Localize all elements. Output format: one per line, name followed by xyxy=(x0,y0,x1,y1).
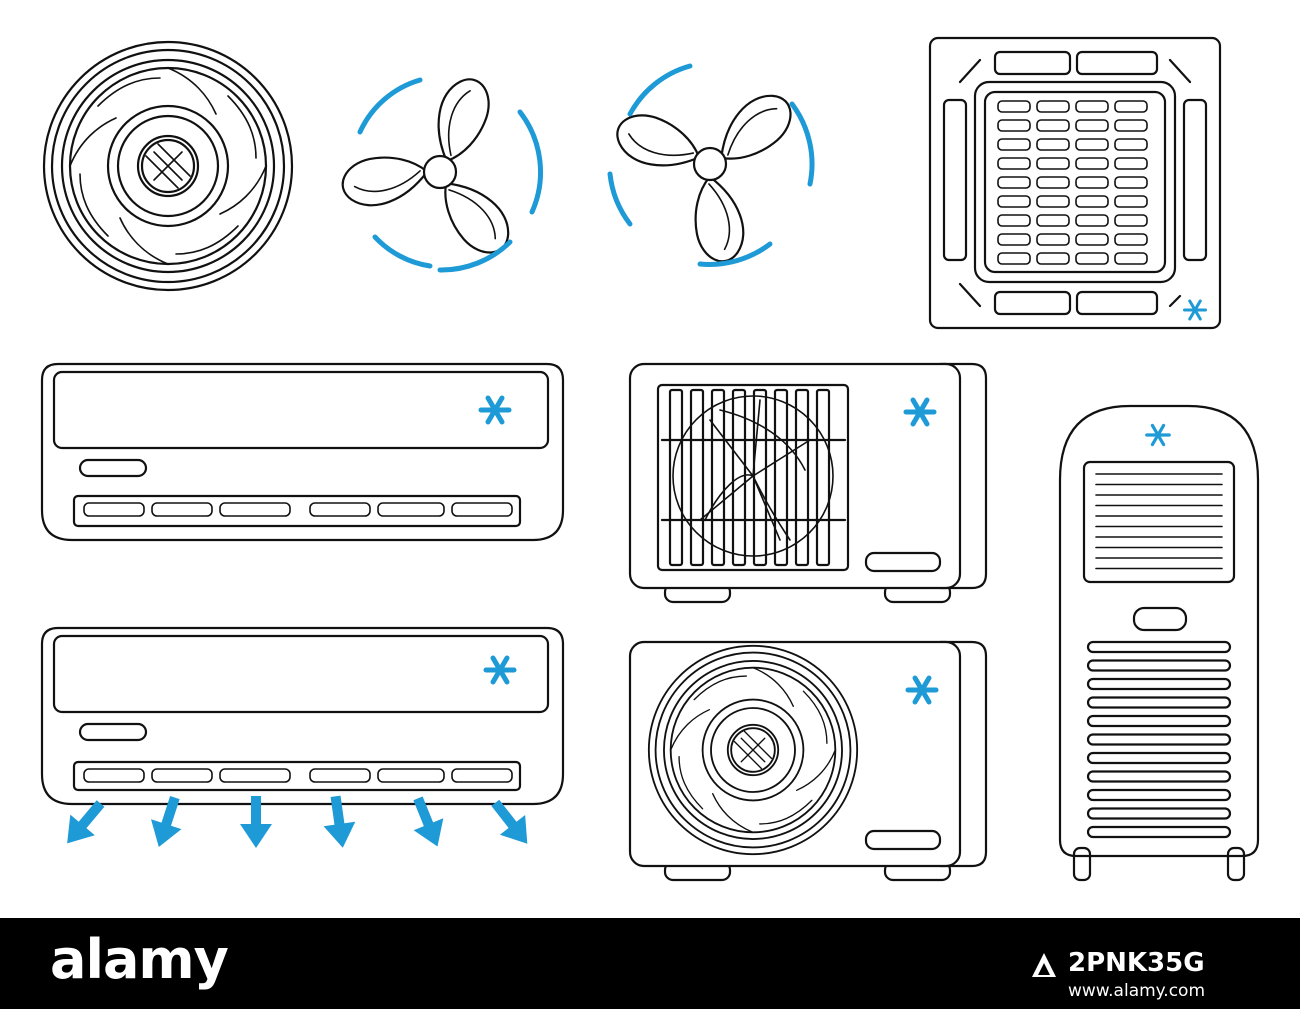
outdoor-unit-fan-icon xyxy=(628,640,988,882)
air-conditioning-icon-set xyxy=(40,36,1260,882)
fan-blade-icon-2 xyxy=(607,63,815,270)
image-id-text: 2PNK35G xyxy=(1068,948,1205,978)
source-url-text: www.alamy.com xyxy=(1068,981,1206,1001)
round-fan-grille-icon xyxy=(42,40,294,292)
stock-watermark-banner xyxy=(0,918,1300,1009)
brand-logo-icon xyxy=(1032,953,1056,977)
fan-blade-icon-1 xyxy=(334,73,544,273)
split-ac-airflow-icon xyxy=(40,626,565,854)
cassette-ac-icon xyxy=(928,36,1222,330)
outdoor-unit-grille-icon xyxy=(628,362,988,604)
split-ac-indoor-unit-icon xyxy=(40,362,565,542)
brand-logo-text: alamy xyxy=(50,928,229,991)
floor-standing-ac-icon xyxy=(1058,404,1260,882)
